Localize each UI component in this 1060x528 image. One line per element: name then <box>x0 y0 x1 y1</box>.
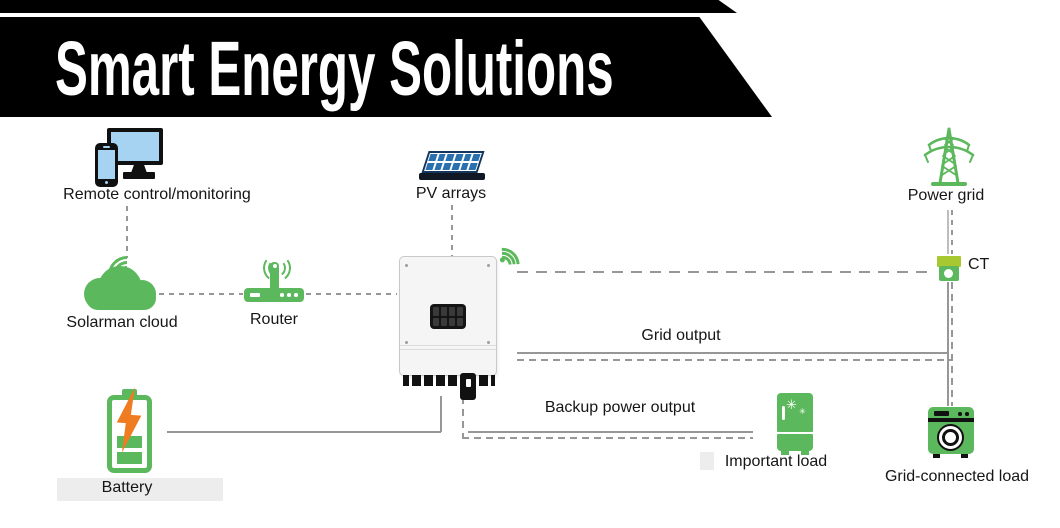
battery-label: Battery <box>101 479 153 496</box>
line-grid-output-dashed <box>517 359 953 361</box>
banner-top-strip <box>0 0 737 13</box>
pv-label: PV arrays <box>415 185 487 202</box>
line-battery-horizontal <box>167 431 441 433</box>
important-load-label: Important load <box>724 453 828 470</box>
line-backup-dashed-vertical <box>462 397 464 438</box>
wifi-icon <box>478 233 528 289</box>
line-ct-to-load-dashed <box>951 282 953 406</box>
background-artifact <box>700 452 714 470</box>
title-banner: Smart Energy Solutions <box>0 17 772 117</box>
line-inverter-to-ct-signal <box>517 271 934 273</box>
background-artifact <box>57 478 223 501</box>
backup-power-output-label: Backup power output <box>544 399 696 416</box>
inverter-device <box>399 256 497 400</box>
line-cloud-to-router <box>159 293 243 295</box>
page-title: Smart Energy Solutions <box>55 26 614 112</box>
line-backup-solid <box>468 431 753 433</box>
ct-label: CT <box>968 256 990 273</box>
solar-panel-icon <box>417 151 489 181</box>
grid-connected-load-label: Grid-connected load <box>884 468 1030 485</box>
line-backup-dashed-horizontal <box>462 437 753 439</box>
line-grid-output-solid <box>517 352 948 354</box>
fridge-icon: ✳ ✳ <box>777 393 813 456</box>
cloud-icon <box>84 244 162 312</box>
washing-machine-icon <box>928 407 974 458</box>
power-grid-label: Power grid <box>907 187 985 204</box>
line-powergrid-to-ct-dashed <box>951 210 953 254</box>
inverter-display-panel <box>430 304 466 329</box>
line-battery-vertical <box>440 396 442 432</box>
router-icon <box>244 252 306 302</box>
battery-icon <box>106 389 156 479</box>
grid-output-label: Grid output <box>641 327 721 344</box>
router-label: Router <box>249 311 299 328</box>
line-router-to-inverter <box>306 293 397 295</box>
cloud-label: Solarman cloud <box>66 314 178 331</box>
transmission-tower-icon <box>921 125 977 187</box>
ct-sensor-icon <box>936 253 962 283</box>
remote-label: Remote control/monitoring <box>63 186 251 203</box>
line-powergrid-to-ct-solid <box>947 210 949 254</box>
line-remote-to-cloud <box>126 206 128 258</box>
line-ct-to-load-solid <box>947 282 949 406</box>
monitor-phone-icon <box>95 128 165 188</box>
line-pv-to-inverter <box>451 205 453 256</box>
